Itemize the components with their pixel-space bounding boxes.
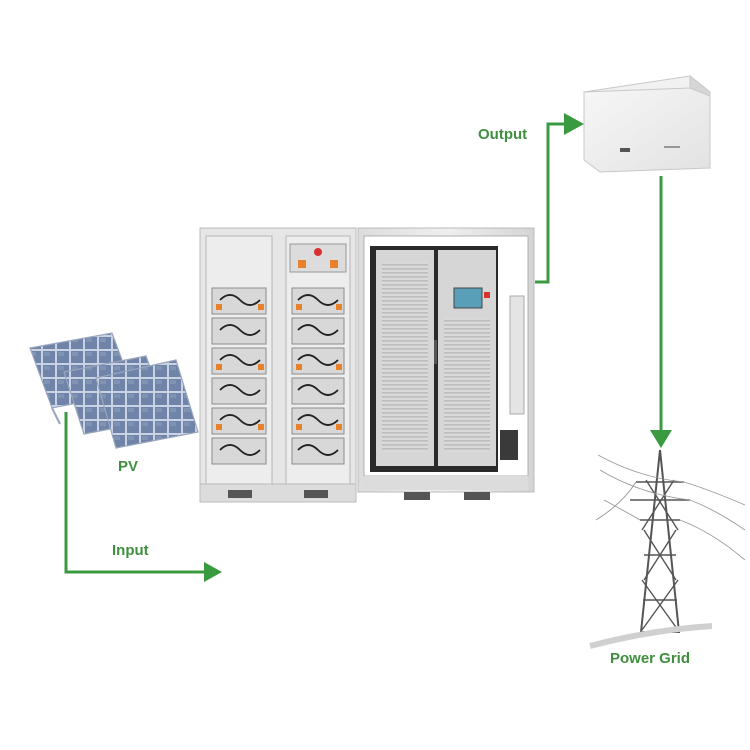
battery-storage-cabinet: [199, 227, 357, 503]
input-arrow-head: [204, 562, 222, 582]
input-flow-line: [64, 412, 204, 574]
output-label: Output: [478, 126, 528, 143]
power-grid-label: Power Grid: [610, 650, 691, 667]
output-arrow-head: [564, 113, 584, 135]
wall-inverter-box: [582, 74, 712, 173]
solar-panel-icon: [29, 332, 199, 449]
output-flow-line: [535, 122, 565, 284]
flow-lines: [64, 122, 663, 574]
input-label: Input: [112, 542, 149, 559]
pcs-cabinet: [357, 227, 535, 500]
transmission-tower-icon: [589, 449, 746, 649]
grid-arrow-head: [650, 430, 672, 448]
pv-label: PV: [118, 458, 139, 475]
